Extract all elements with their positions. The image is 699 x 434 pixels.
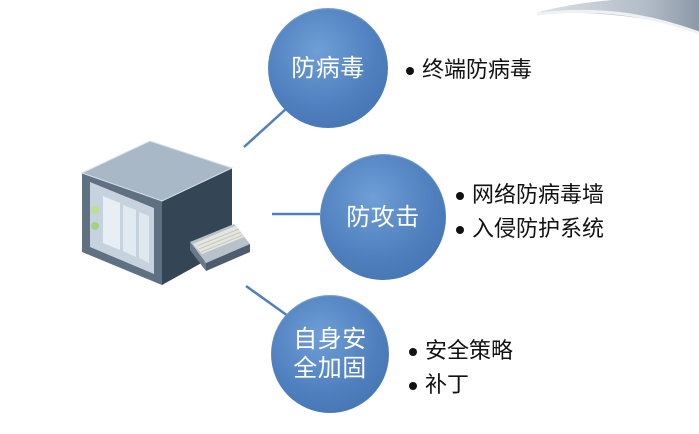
- bullet-dot: [406, 67, 414, 75]
- node-label: 防攻击: [346, 202, 420, 231]
- bullet-item: 入侵防护系统: [456, 213, 604, 247]
- bullet-text: 安全策略: [425, 339, 514, 364]
- bullet-list-self-hardening: 安全策略 补丁: [409, 335, 513, 403]
- bullet-list-attack-prevention: 网络防病毒墙 入侵防护系统: [456, 179, 604, 247]
- connector-top: [243, 107, 288, 148]
- bullet-text: 网络防病毒墙: [472, 183, 605, 208]
- bullet-dot: [456, 226, 464, 234]
- bullet-dot: [409, 348, 417, 356]
- bullet-item: 安全策略: [409, 335, 513, 369]
- bullet-text: 补丁: [425, 373, 470, 398]
- bullet-item: 网络防病毒墙: [456, 179, 604, 213]
- connector-bottom: [245, 284, 289, 318]
- bullet-item: 终端防病毒: [406, 54, 532, 88]
- node-attack-prevention: 防攻击: [320, 154, 446, 280]
- node-self-hardening: 自身安 全加固: [271, 295, 389, 413]
- bullet-dot: [456, 192, 464, 200]
- bullet-list-antivirus: 终端防病毒: [406, 54, 532, 88]
- server-icon: [80, 140, 250, 285]
- node-label: 自身安 全加固: [293, 325, 367, 382]
- bullet-dot: [409, 382, 417, 390]
- bullet-text: 终端防病毒: [422, 58, 533, 83]
- node-label: 防病毒: [291, 53, 365, 82]
- bullet-text: 入侵防护系统: [472, 217, 605, 242]
- node-antivirus: 防病毒: [268, 8, 388, 128]
- bullet-item: 补丁: [409, 369, 513, 403]
